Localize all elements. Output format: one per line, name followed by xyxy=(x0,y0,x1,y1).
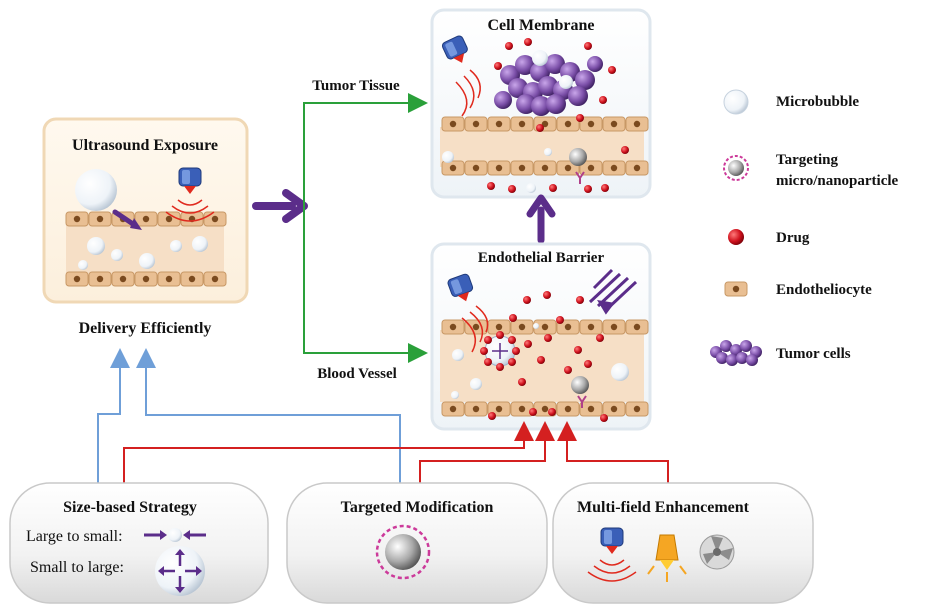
branch-lines xyxy=(303,93,428,363)
drugs xyxy=(488,291,608,422)
large-to-small-label: Large to small: xyxy=(26,528,123,545)
targeted-modification-pill: Targeted Modification xyxy=(286,482,548,604)
nanoparticle-icon xyxy=(723,155,749,181)
size-strategy-pill: Size-based Strategy Large to small: Smal… xyxy=(9,482,269,604)
drug-icon xyxy=(728,229,744,245)
multifield-title: Multi-field Enhancement xyxy=(577,499,750,516)
endothelial-panel: Endothelial Barrier xyxy=(430,242,652,431)
size-strategy-title: Size-based Strategy xyxy=(63,499,197,516)
legend-targeting: Targeting xyxy=(776,152,838,168)
microbubble-icon xyxy=(723,89,749,115)
drug-loaded-microbubble xyxy=(480,331,520,371)
tumor-cluster xyxy=(494,50,603,116)
nanoparticle-icon xyxy=(375,524,431,580)
endotheliocyte-icon xyxy=(724,281,748,297)
microbubble xyxy=(75,169,117,211)
legend-tumor-cells: Tumor cells xyxy=(776,346,851,362)
legend-endotheliocyte: Endotheliocyte xyxy=(776,282,872,298)
shrink-bubble-icon xyxy=(144,528,206,542)
legend: Microbubble Targeting micro/nanoparticle… xyxy=(710,89,899,366)
cell-membrane-panel: Cell Membrane xyxy=(430,8,652,199)
tumor-cells-icon xyxy=(710,340,762,366)
main-arrow xyxy=(252,189,308,223)
up-arrow xyxy=(526,194,556,244)
endothelial-title: Endothelial Barrier xyxy=(478,250,605,266)
red-connect-lines xyxy=(123,421,669,483)
blood-vessel-label: Blood Vessel xyxy=(317,366,397,382)
legend-microbubble: Microbubble xyxy=(776,94,859,110)
endotheliocyte-row-bottom xyxy=(65,271,227,287)
multifield-pill: Multi-field Enhancement xyxy=(552,482,814,604)
tumor-tissue-label: Tumor Tissue xyxy=(312,78,400,94)
drugs xyxy=(487,38,629,193)
magnetic-field-icon xyxy=(699,534,735,570)
external-field-arrows xyxy=(588,268,638,315)
legend-drug: Drug xyxy=(776,230,810,246)
expand-bubble-icon xyxy=(155,546,205,596)
ultrasound-waves xyxy=(165,199,215,222)
legend-targeting-line2: micro/nanoparticle xyxy=(776,173,899,189)
cell-membrane-title: Cell Membrane xyxy=(487,17,594,34)
ultrasound-title: Ultrasound Exposure xyxy=(72,137,218,154)
light-source-icon xyxy=(647,534,687,582)
small-to-large-label: Small to large: xyxy=(30,559,124,576)
ultrasound-panel: Ultrasound Exposure xyxy=(42,117,249,304)
delivery-label: Delivery Efficiently xyxy=(79,320,212,337)
targeted-modification-title: Targeted Modification xyxy=(341,499,494,516)
